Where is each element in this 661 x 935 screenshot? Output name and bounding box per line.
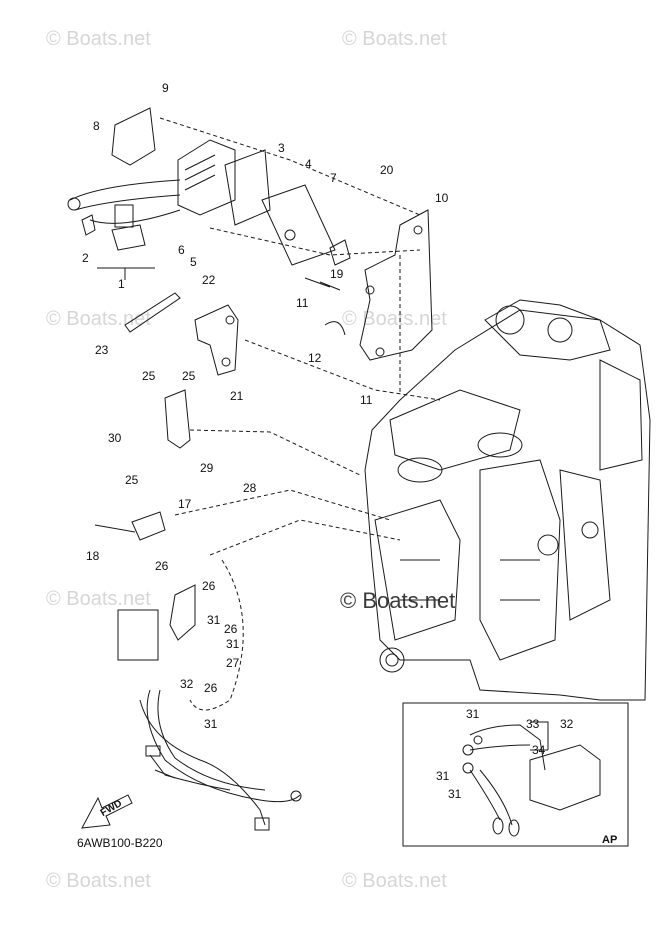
- callout-19: 18: [86, 549, 100, 563]
- callout-34: 34: [532, 743, 546, 757]
- bracket-10: [304, 209, 433, 361]
- callout-3: 3: [278, 141, 285, 155]
- callout-22: 25: [142, 369, 156, 383]
- callout-27: 31: [204, 717, 218, 731]
- callout-32: 32: [560, 717, 574, 731]
- inset-label: AP: [602, 834, 618, 846]
- callout-11b: 11: [360, 393, 373, 407]
- callout-11: 11: [296, 296, 309, 310]
- callout-31c: 31: [448, 787, 462, 801]
- callout-13: 19: [330, 267, 344, 281]
- callout-25c: 26: [204, 681, 218, 695]
- leader-lines: [159, 117, 441, 711]
- callout-26c: 32: [180, 677, 194, 691]
- callout-9: 9: [162, 81, 169, 95]
- callout-30: 30: [108, 431, 122, 445]
- small-brackets: [94, 389, 196, 661]
- callout-2: 2: [82, 251, 89, 265]
- watermark: © Boats.net: [342, 308, 447, 330]
- fwd-arrow-icon: [81, 794, 133, 829]
- watermark: © Boats.net: [46, 870, 151, 892]
- inset-detail: [402, 702, 629, 847]
- callout-26b: 31: [226, 637, 240, 651]
- watermark: © Boats.net: [342, 28, 447, 50]
- bracket-15: [124, 292, 239, 376]
- callout-21: 25: [182, 369, 196, 383]
- callout-brackets: [97, 267, 549, 751]
- callout-5: 5: [190, 255, 197, 269]
- wire-harness: [139, 689, 302, 831]
- callout-7: 7: [330, 171, 337, 185]
- callout-25: 26: [224, 622, 238, 636]
- callout-31: 31: [466, 707, 480, 721]
- watermark: © Boats.net: [46, 588, 151, 610]
- diagram-code: 6AWB100-B220: [77, 836, 163, 850]
- watermark: © Boats.net: [342, 870, 447, 892]
- callout-24: 26: [155, 559, 169, 573]
- engine-block: [364, 299, 651, 701]
- callout-12: 12: [308, 351, 322, 365]
- callout-6: 6: [178, 243, 185, 257]
- callout-14: 20: [380, 163, 394, 177]
- callout-4: 4: [305, 157, 312, 171]
- callout-8: 8: [93, 119, 100, 133]
- callout-10: 10: [435, 191, 449, 205]
- callout-33: 33: [526, 717, 540, 731]
- callout-1: 1: [118, 277, 125, 291]
- callout-25b: 27: [226, 656, 240, 670]
- callout-31b: 31: [436, 769, 450, 783]
- watermark: © Boats.net: [46, 308, 151, 330]
- callout-26: 31: [207, 613, 221, 627]
- callout-23: 26: [202, 579, 216, 593]
- watermark: © Boats.net: [46, 28, 151, 50]
- callout-20: 25: [125, 473, 139, 487]
- callout-18: 17: [178, 497, 192, 511]
- ignition-module: [67, 107, 336, 266]
- callout-16: 22: [202, 273, 216, 287]
- callout-17: 23: [95, 343, 109, 357]
- callout-28: 28: [243, 481, 257, 495]
- callout-15: 21: [230, 389, 244, 403]
- callout-29: 29: [200, 461, 214, 475]
